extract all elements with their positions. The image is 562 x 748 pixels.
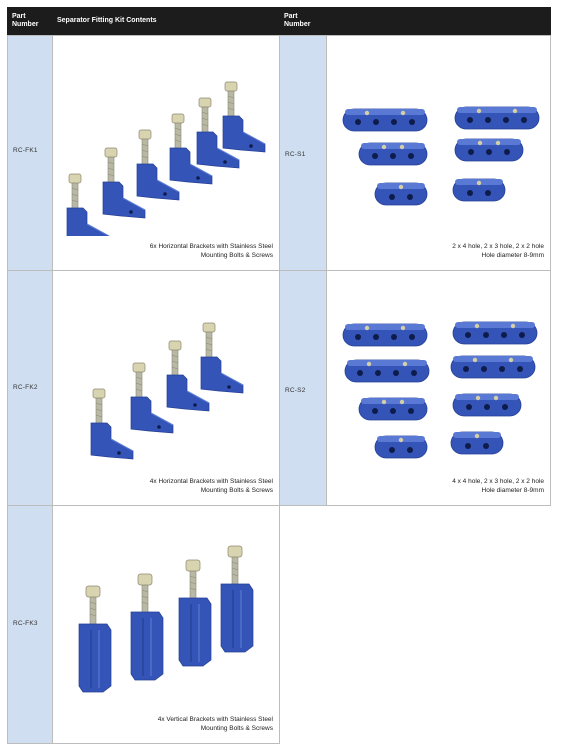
header-part-number-1: Part Number: [7, 7, 52, 35]
header-contents-label: Separator Fitting Kit Contents: [57, 17, 157, 24]
header-part-label: Part: [284, 13, 298, 20]
part-number-cell: RC-FK2: [7, 270, 53, 506]
part-number: RC-S2: [285, 387, 306, 394]
product-cell: 4x Vertical Brackets with Stainless Stee…: [52, 505, 280, 744]
header-number-label: Number: [12, 21, 39, 28]
header-part-label: Part: [12, 13, 26, 20]
product-cell: 4 x 4 hole, 2 x 3 hole, 2 x 2 hole Hole …: [326, 270, 551, 506]
header-blank: [326, 7, 551, 35]
part-number-cell: RC-FK1: [7, 35, 53, 271]
separators-s2-image: [342, 321, 538, 459]
product-caption: 4 x 4 hole, 2 x 3 hole, 2 x 2 hole Hole …: [452, 478, 544, 494]
product-cell: 4x Horizontal Brackets with Stainless St…: [52, 270, 280, 506]
product-cell: 6x Horizontal Brackets with Stainless St…: [52, 35, 280, 271]
product-caption: 4x Horizontal Brackets with Stainless St…: [149, 478, 273, 494]
part-number-cell: RC-S2: [279, 270, 327, 506]
product-cell: 2 x 4 hole, 2 x 3 hole, 2 x 2 hole Hole …: [326, 35, 551, 271]
part-number-cell: RC-FK3: [7, 505, 53, 744]
part-number: RC-FK3: [13, 620, 38, 627]
horizontal-brackets-6-image: [66, 81, 266, 236]
product-table: Part Number Separator Fitting Kit Conten…: [7, 7, 551, 744]
product-caption: 2 x 4 hole, 2 x 3 hole, 2 x 2 hole Hole …: [452, 243, 544, 259]
part-number: RC-S1: [285, 151, 306, 158]
header-part-number-2: Part Number: [279, 7, 326, 35]
header-number-label: Number: [284, 21, 311, 28]
product-caption: 6x Horizontal Brackets with Stainless St…: [149, 243, 273, 259]
part-number: RC-FK2: [13, 384, 38, 391]
part-number-cell: RC-S1: [279, 35, 327, 271]
horizontal-brackets-4-image: [90, 322, 244, 460]
separators-s1-image: [342, 106, 540, 206]
header-contents: Separator Fitting Kit Contents: [52, 7, 279, 35]
product-caption: 4x Vertical Brackets with Stainless Stee…: [157, 716, 273, 732]
part-number: RC-FK1: [13, 147, 38, 154]
vertical-brackets-4-image: [78, 545, 254, 693]
